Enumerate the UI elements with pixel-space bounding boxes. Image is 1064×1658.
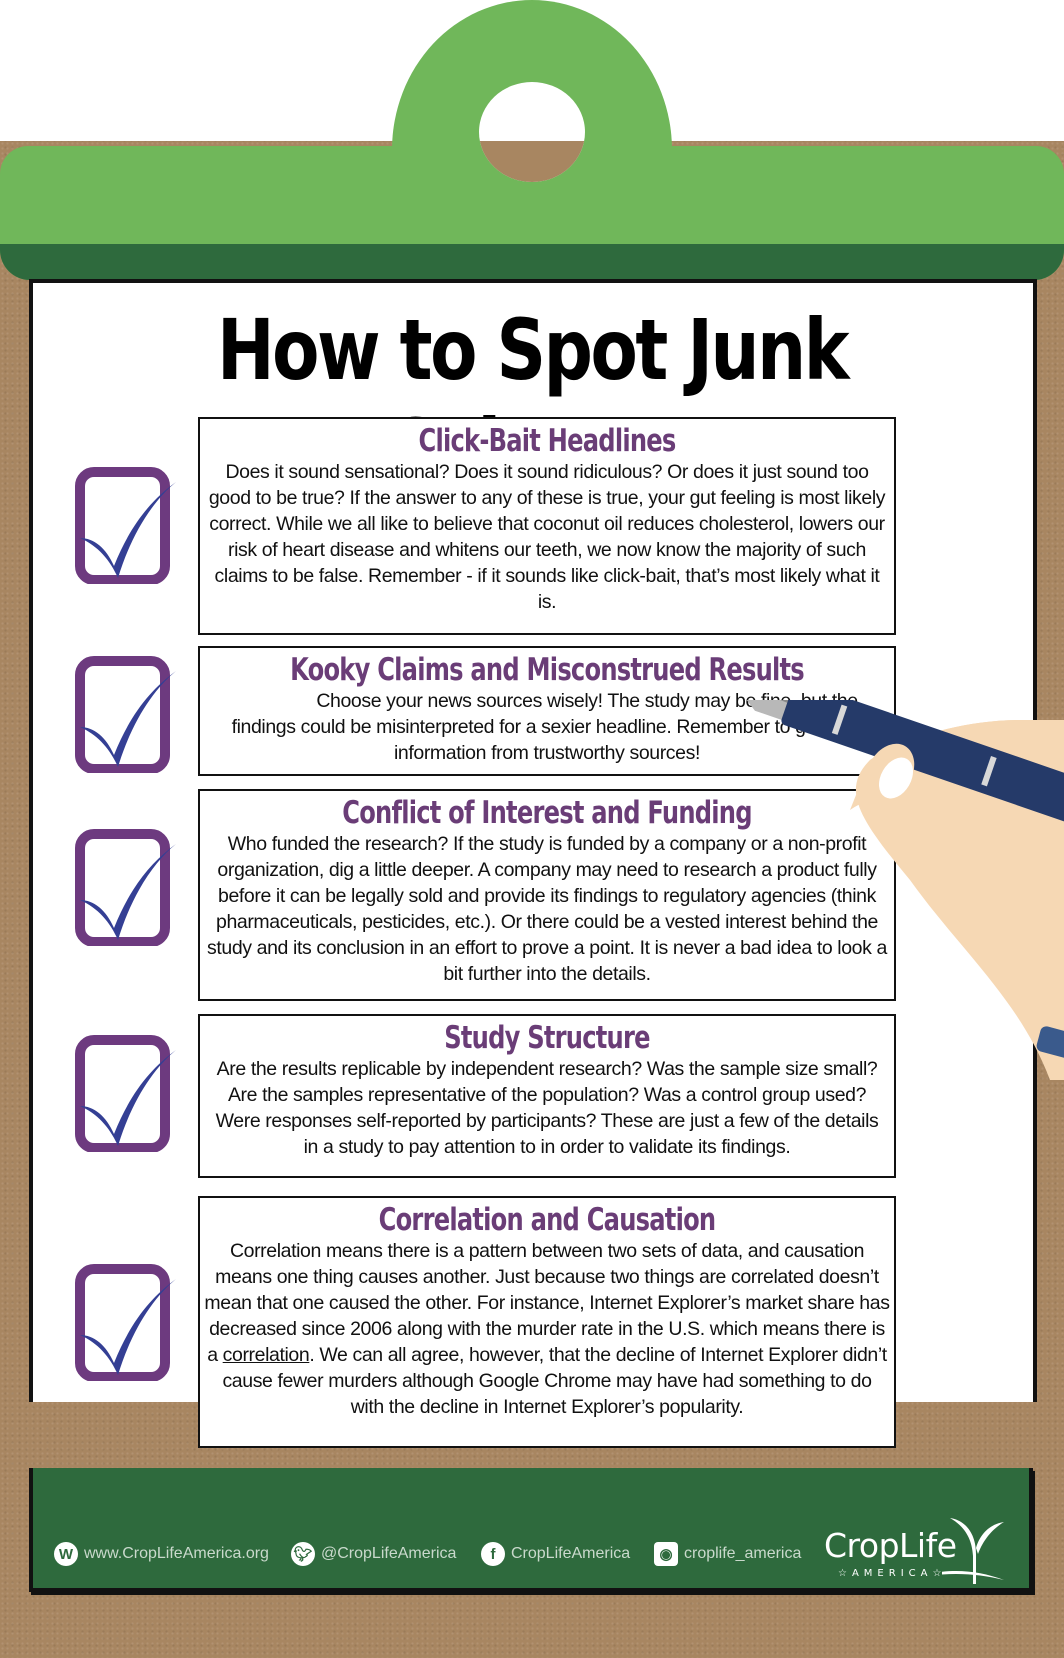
section-heading: Kooky Claims and Misconstrued Results [290, 652, 805, 688]
sprout-icon [942, 1518, 1004, 1584]
section-body-text: . We can all agree, however, that the de… [222, 1344, 887, 1418]
logo-wordmark: CropLife [824, 1526, 957, 1565]
section-correlation-causation: Correlation and Causation Correlation me… [198, 1196, 896, 1448]
section-study-structure: Study Structure Are the results replicab… [198, 1014, 896, 1178]
checkbox-checked-icon [75, 829, 176, 946]
footer-facebook-label: CropLifeAmerica [511, 1545, 631, 1562]
footer-twitter-link[interactable]: 🐦︎ @CropLifeAmerica [291, 1541, 456, 1567]
section-body: Who funded the research? If the study is… [207, 833, 887, 985]
section-conflict-of-interest: Conflict of Interest and Funding Who fun… [198, 789, 896, 1001]
footer-twitter-label: @CropLifeAmerica [321, 1545, 457, 1562]
section-body: Does it sound sensational? Does it sound… [208, 461, 886, 613]
facebook-icon: f [481, 1542, 505, 1566]
logo-subtitle: ☆AMERICA☆ [838, 1568, 947, 1579]
twitter-icon: 🐦︎ [291, 1542, 315, 1566]
section-heading: Conflict of Interest and Funding [342, 795, 752, 831]
footer-facebook-link[interactable]: f CropLifeAmerica [481, 1541, 630, 1567]
instagram-icon: ◉ [654, 1542, 678, 1566]
section-heading: Click-Bait Headlines [418, 423, 676, 459]
clipboard-clip-hole [479, 82, 585, 182]
checkbox-checked-icon [75, 656, 176, 773]
section-body-text: Correlation means there is a pattern bet… [204, 1240, 890, 1366]
section-kooky-claims: Kooky Claims and Misconstrued Results Ch… [198, 646, 896, 776]
wordpress-icon: W [54, 1542, 78, 1566]
section-heading: Correlation and Causation [378, 1202, 717, 1238]
footer-instagram-label: croplife_america [684, 1545, 802, 1562]
footer-website-link[interactable]: W www.CropLifeAmerica.org [54, 1541, 269, 1567]
clipboard-clip-bar-shadow [0, 244, 1064, 280]
footer-bar [29, 1468, 1033, 1592]
checkbox-checked-icon [75, 1035, 176, 1152]
section-body: Are the results replicable by independen… [215, 1058, 879, 1158]
checkbox-checked-icon [75, 467, 176, 584]
footer-website-label: www.CropLifeAmerica.org [84, 1545, 269, 1562]
clip-hole-board-fill [479, 141, 585, 182]
section-body: Correlation means there is a pattern bet… [200, 1238, 894, 1420]
section-body: Choose your news sources wisely! The stu… [231, 690, 863, 764]
section-heading: Study Structure [444, 1020, 650, 1056]
footer-instagram-link[interactable]: ◉ croplife_america [654, 1541, 801, 1567]
correlation-link[interactable]: correlation [222, 1344, 310, 1366]
croplife-america-logo: CropLife ☆AMERICA☆ [824, 1518, 1004, 1584]
checkbox-checked-icon [75, 1264, 176, 1381]
section-click-bait: Click-Bait Headlines Does it sound sensa… [198, 417, 896, 635]
